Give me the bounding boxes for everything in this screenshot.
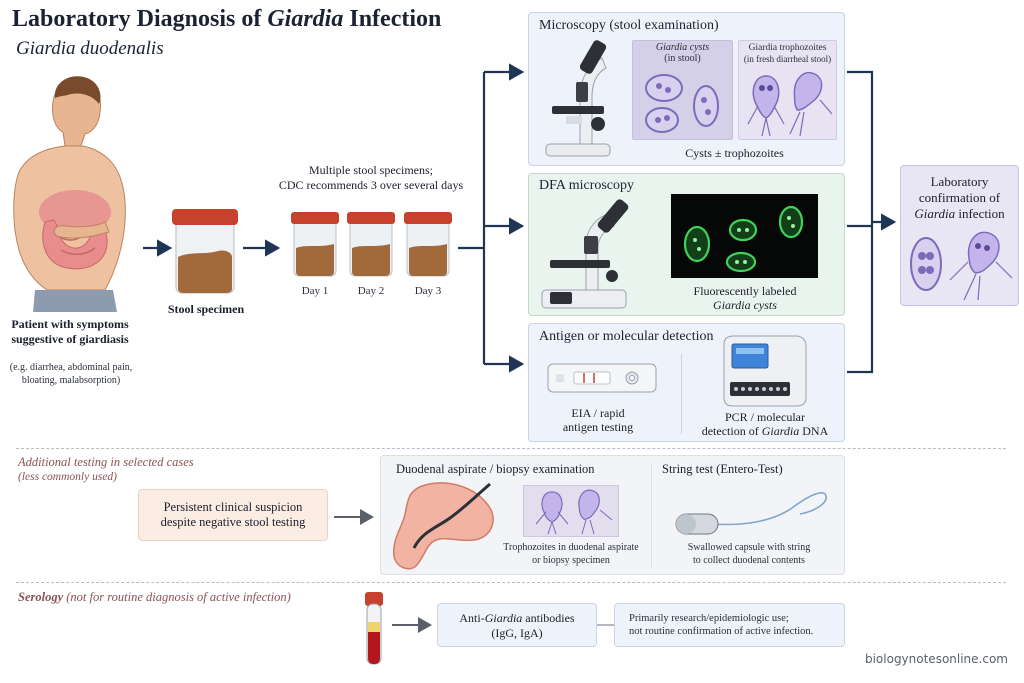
patient-note: (e.g. diarrhea, abdominal pain, bloating… [9,362,133,386]
giardia-cysts-icon [645,74,719,133]
pcr-label-line2: detection of Giardia DNA [690,424,840,439]
giardia-trophozoites-icon [747,71,833,137]
dfa-title: DFA microscopy [539,178,635,193]
duodenum-icon [392,482,494,570]
confirmation-text: Laboratory confirmation of Giardia infec… [901,174,1018,222]
serology-heading-bold: Serology [18,590,64,604]
fluorescent-cysts-icon [671,194,818,278]
day-1-label: Day 1 [301,285,329,297]
additional-subheading: (less commonly used) [18,471,118,483]
cysts-title: Giardia cysts [655,42,710,53]
rapid-test-cassette-icon [547,363,657,393]
serology-heading-note: (not for routine diagnosis of active inf… [63,590,291,604]
title-text-end: Infection [343,6,442,32]
fluorescence-microscope-icon [541,199,629,309]
patient-label: Patient with symptoms suggestive of giar… [11,317,129,346]
multi-specimens-line1: Multiple stool specimens; [309,163,433,177]
trophozoite-aspirate-box [523,485,619,537]
dfa-label-line1: Fluorescently labeled [693,284,797,298]
string-test-title: String test (Entero-Test) [662,462,783,476]
section-divider-additional [16,448,1006,449]
page-title: Laboratory Diagnosis of Giardia Infectio… [12,6,441,33]
additional-heading: Additional testing in selected cases [18,455,194,469]
page-subtitle: Giardia duodenalis [16,38,164,59]
persistent-suspicion-box: Persistent clinical suspicion despite ne… [138,489,328,541]
stool-jar-day3-icon [404,212,452,277]
microscopy-footer: Cysts ± trophozoites [685,146,784,160]
duodenal-label-line2: or biopsy specimen [532,555,610,566]
title-italic: Giardia [267,6,344,32]
cysts-subtitle: (in stool) [664,53,701,64]
blood-tube-icon [365,592,383,665]
pcr-label-line1: PCR / molecular [725,410,805,424]
giardia-confirmation-icon [910,231,1013,301]
microscopy-title: Microscopy (stool examination) [539,18,719,33]
aspirate-trophozoites-icon [535,489,613,535]
serology-use-box: Primarily research/epidemiologic use; no… [614,603,845,647]
stool-specimen-label: Stool specimen [167,302,245,316]
trophozoites-subtitle: (in fresh diarrheal stool) [743,54,832,64]
antibodies-text-end: antibodies [522,611,575,625]
watermark: biologynotesonline.com [864,652,1008,666]
eia-label-line1: EIA / rapid [571,406,625,420]
antibodies-line2: (IgG, IgA) [491,626,543,640]
section-divider-serology [16,582,1006,583]
dfa-label-line2: Giardia cysts [713,298,777,312]
additional-divider [651,464,652,568]
serology-use-line2: not routine confirmation of active infec… [629,625,814,637]
antigen-title: Antigen or molecular detection [539,329,714,344]
confirmation-line3-text: infection [955,206,1005,221]
trophozoites-title: Giardia trophozoites [748,43,827,53]
string-label-line1: Swallowed capsule with string [687,542,811,553]
pcr-machine-icon [723,335,807,407]
antibodies-box: Anti-Giardia antibodies (IgG, IgA) [437,603,597,647]
stool-jar-day2-icon [347,212,395,277]
confirmation-line2: confirmation of [918,190,1001,205]
stool-jar-icon [172,209,238,294]
duodenal-title: Duodenal aspirate / biopsy examination [396,462,595,476]
eia-label-line2: antigen testing [562,420,634,434]
duodenal-label-line1: Trophozoites in duodenal aspirate [503,542,639,553]
title-text: Laboratory Diagnosis of [12,6,268,32]
stool-jar-day1-icon [291,212,339,277]
antibodies-text: Anti- [459,611,485,625]
antigen-divider [681,354,682,434]
day-3-label: Day 3 [414,285,442,297]
multi-specimens-line2: CDC recommends 3 over several days [278,178,464,192]
serology-heading: Serology (not for routine diagnosis of a… [18,590,291,605]
string-capsule-icon [675,492,827,535]
string-label-line2: to collect duodenal contents [693,555,805,566]
persistent-line2: despite negative stool testing [160,515,306,529]
confirmation-italic: Giardia [914,206,956,221]
patient-illustration [13,76,126,312]
pcr-label-text: detection of [701,424,762,438]
microscope-icon [545,40,611,157]
pcr-label-text-end: DNA [799,424,829,438]
antibodies-line1: Anti-Giardia antibodies [438,611,596,626]
confirmation-line3: Giardia infection [901,206,1018,222]
serology-use-line1: Primarily research/epidemiologic use; [629,613,789,624]
antibodies-italic: Giardia [484,611,523,625]
confirmation-line1: Laboratory [930,174,989,189]
day-2-label: Day 2 [357,285,385,297]
pcr-label-italic: Giardia [761,424,800,438]
persistent-line1: Persistent clinical suspicion [163,500,303,514]
